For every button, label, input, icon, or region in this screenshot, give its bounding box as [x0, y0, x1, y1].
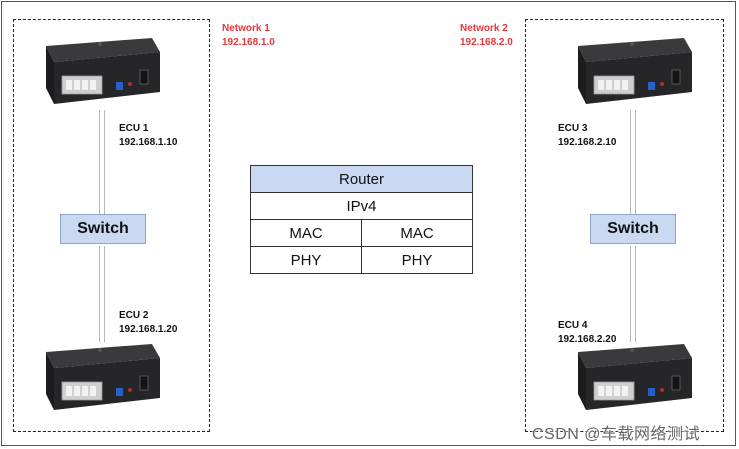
ecu-3-name: ECU 3	[558, 123, 588, 134]
network-2-label: Network 2 192.168.2.0	[460, 22, 513, 50]
ecu-2-ip: 192.168.1.20	[119, 324, 178, 335]
network-2-cable-lower	[630, 246, 636, 342]
ecu-2-label: ECU 2 192.168.1.20	[119, 309, 177, 337]
network-1-cable-lower	[99, 246, 105, 342]
network-2-cable-upper	[630, 110, 636, 214]
ecu-1-label: ECU 1 192.168.1.10	[119, 122, 177, 150]
router-stack: Router IPv4 MAC MAC PHY PHY	[250, 165, 473, 274]
network-2-subnet: 192.168.2.0	[460, 37, 513, 48]
ecu-3-ip: 192.168.2.10	[558, 137, 617, 148]
router-mac-left: MAC	[250, 219, 362, 247]
ecu-4-name: ECU 4	[558, 320, 588, 331]
network-2-boundary	[525, 19, 724, 432]
network-2-switch: Switch	[590, 214, 676, 244]
network-2-name: Network 2	[460, 23, 508, 34]
ecu-4-label: ECU 4 192.168.2.20	[558, 319, 616, 347]
ecu-3-label: ECU 3 192.168.2.10	[558, 122, 616, 150]
network-1-label: Network 1 192.168.1.0	[222, 22, 275, 50]
network-1-cable-upper	[99, 110, 105, 214]
router-phy-right: PHY	[361, 246, 473, 274]
router-mac-right: MAC	[361, 219, 473, 247]
watermark: CSDN @车载网络测试	[532, 426, 701, 443]
network-1-boundary	[13, 19, 210, 432]
network-1-switch: Switch	[60, 214, 146, 244]
network-1-subnet: 192.168.1.0	[222, 37, 275, 48]
ecu-4-ip: 192.168.2.20	[558, 334, 617, 345]
ecu-2-device	[40, 340, 162, 416]
network-1-name: Network 1	[222, 23, 270, 34]
router-ipv4-layer: IPv4	[250, 192, 473, 220]
ecu-1-ip: 192.168.1.10	[119, 137, 178, 148]
router-title: Router	[250, 165, 473, 193]
ecu-1-device	[40, 34, 162, 110]
ecu-1-name: ECU 1	[119, 123, 149, 134]
ecu-2-name: ECU 2	[119, 310, 149, 321]
router-phy-left: PHY	[250, 246, 362, 274]
ecu-4-device	[572, 340, 694, 416]
ecu-3-device	[572, 34, 694, 110]
